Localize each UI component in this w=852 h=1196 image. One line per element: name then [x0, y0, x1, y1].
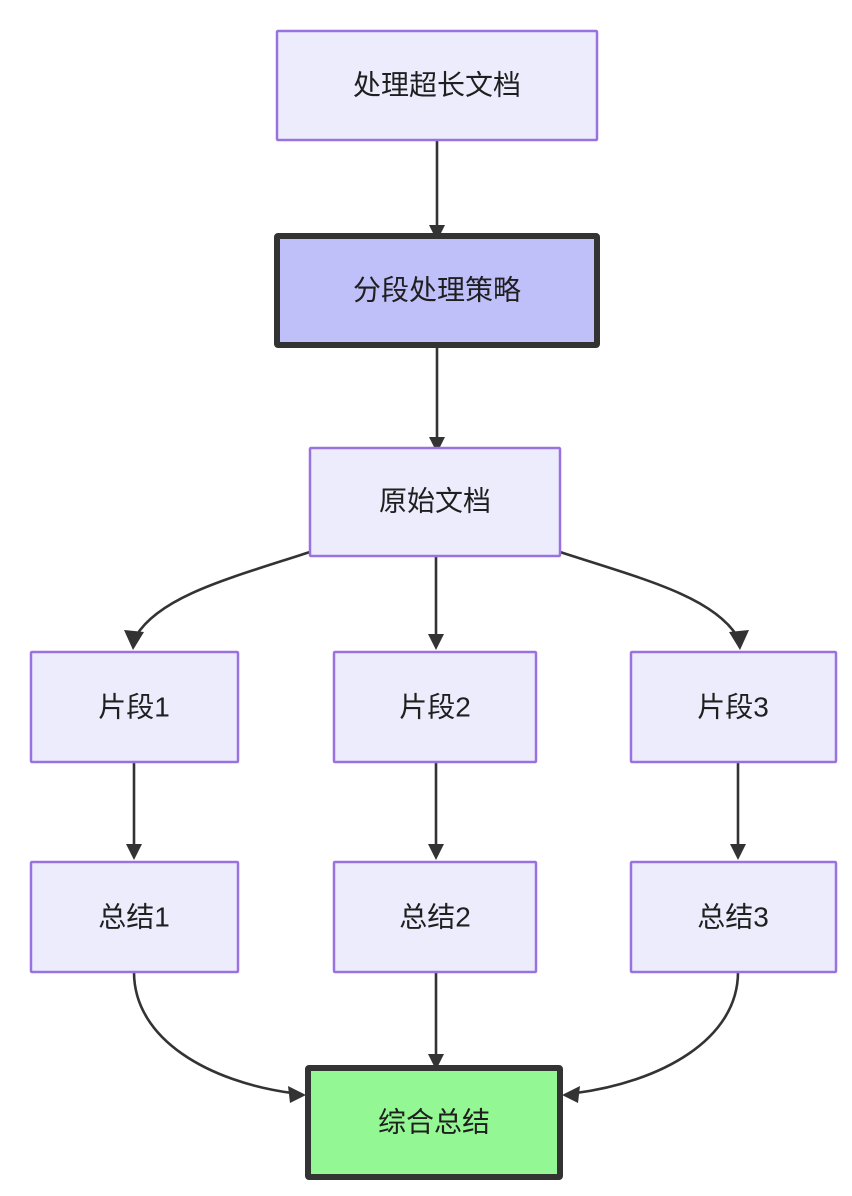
edge-sum2-to-final	[428, 972, 444, 1070]
node-source[interactable]: 原始文档	[308, 446, 562, 558]
node-final[interactable]: 综合总结	[305, 1065, 563, 1180]
edge-source-to-chunk1	[124, 550, 311, 650]
node-sum3[interactable]: 总结3	[629, 860, 838, 974]
node-chunk3-box[interactable]	[629, 650, 838, 764]
edge-source-to-chunk3	[559, 550, 749, 650]
node-sum2[interactable]: 总结2	[332, 860, 538, 974]
node-chunk2[interactable]: 片段2	[332, 650, 538, 764]
node-sum3-box[interactable]	[629, 860, 838, 974]
edge-root-to-strategy	[429, 140, 445, 241]
node-chunk1-box[interactable]	[29, 650, 240, 764]
node-root[interactable]: 处理超长文档	[275, 29, 599, 142]
node-strategy[interactable]: 分段处理策略	[274, 233, 600, 348]
node-layer: 处理超长文档 分段处理策略 原始文档 片段1 片段2 片段3	[29, 29, 838, 1180]
edge-chunk1-to-sum1	[126, 762, 142, 860]
node-chunk2-box[interactable]	[332, 650, 538, 764]
edge-sum3-to-final	[562, 971, 740, 1103]
edge-chunk3-to-sum3	[730, 762, 746, 860]
node-sum2-box[interactable]	[332, 860, 538, 974]
edge-strategy-to-source	[429, 348, 445, 453]
edge-layer	[124, 140, 749, 1103]
node-source-box[interactable]	[308, 446, 562, 558]
edge-chunk2-to-sum2	[428, 762, 444, 860]
node-sum1-box[interactable]	[29, 860, 240, 974]
node-final-box[interactable]	[305, 1065, 563, 1180]
node-sum1[interactable]: 总结1	[29, 860, 240, 974]
edge-source-to-chunk2	[428, 556, 444, 650]
node-chunk3[interactable]: 片段3	[629, 650, 838, 764]
edge-sum1-to-final	[132, 971, 306, 1103]
node-root-box[interactable]	[275, 29, 599, 142]
node-strategy-box[interactable]	[274, 233, 600, 348]
node-chunk1[interactable]: 片段1	[29, 650, 240, 764]
